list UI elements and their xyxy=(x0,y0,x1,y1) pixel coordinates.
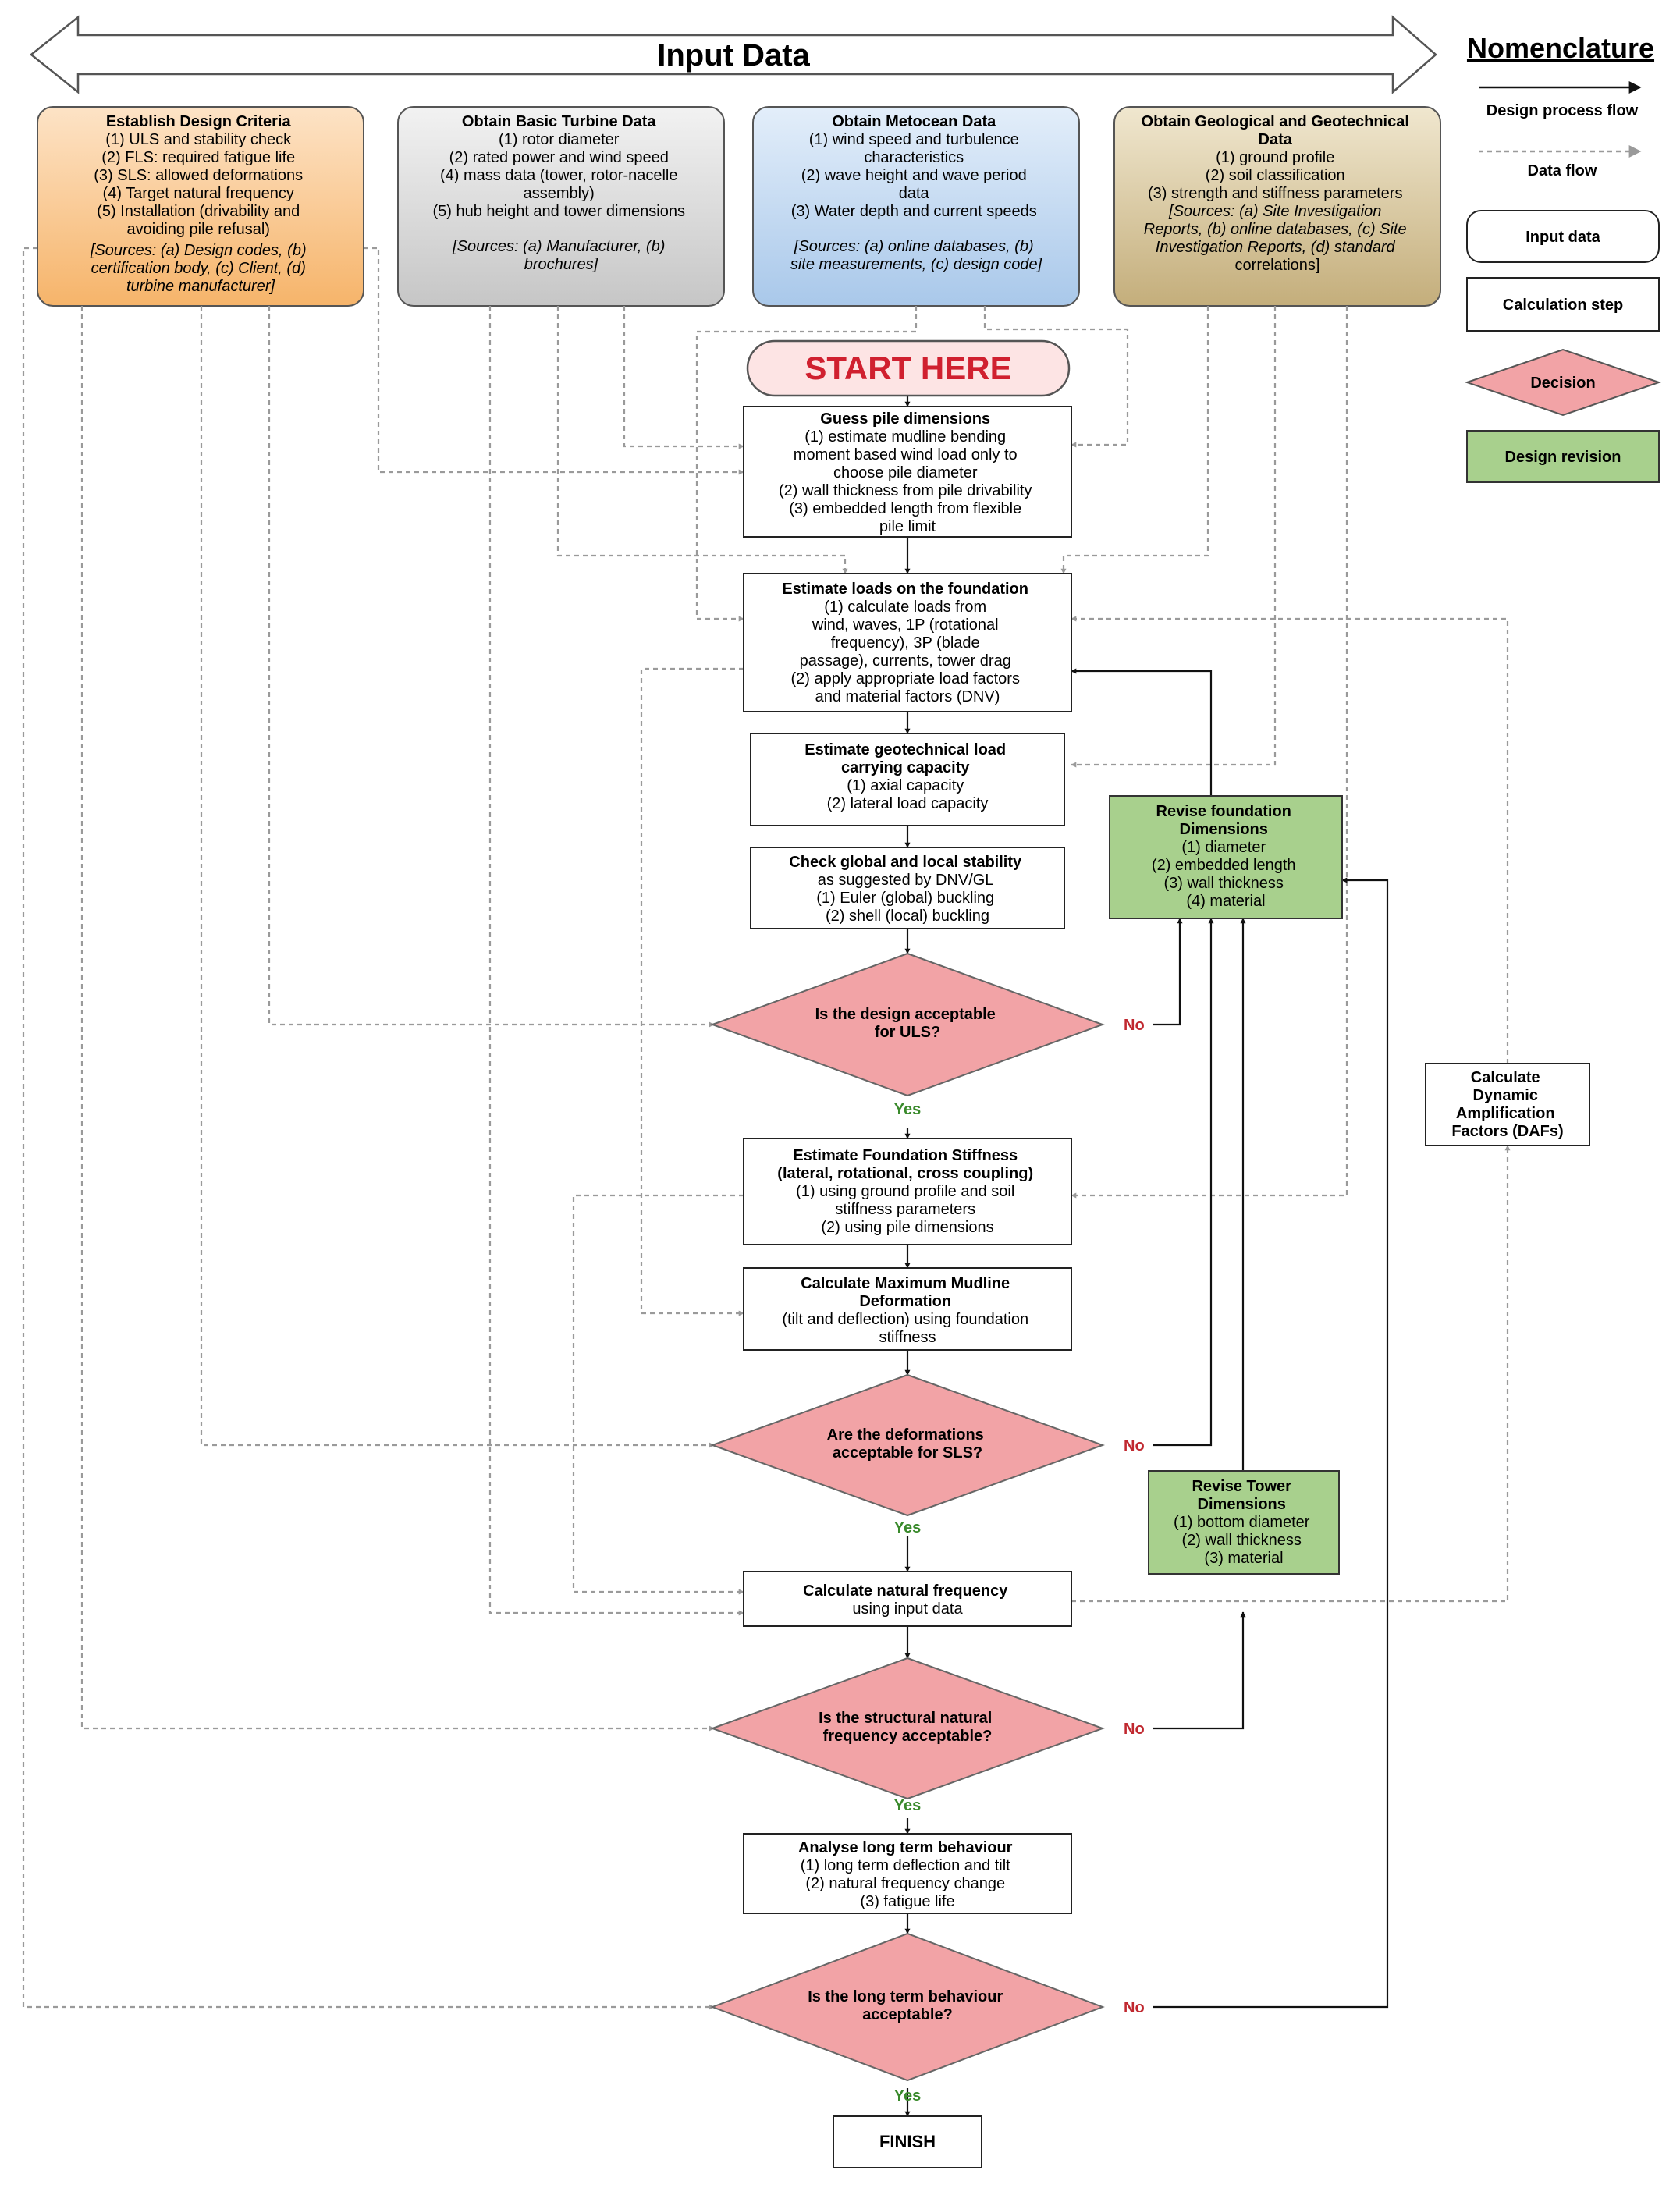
finish-label: FINISH xyxy=(879,2132,936,2151)
nomenclature-heading: Nomenclature xyxy=(1467,32,1654,64)
legend-revision-label: Design revision xyxy=(1505,449,1621,466)
svg-text:Obtain Basic Turbine Data: Obtain Basic Turbine Data (1) rotor diam… xyxy=(432,113,689,273)
step-mudline-deformation: Calculate Maximum Mudline Deformation (t… xyxy=(743,1267,1072,1351)
input-box-geotechnical-data: Obtain Geological and Geotechnical Data … xyxy=(1113,106,1441,307)
svg-text:Revise Tower Dimensions: Revise Tower Dimensions (1) bottom diame… xyxy=(1174,1478,1314,1567)
legend-decision-shape xyxy=(1464,348,1662,417)
legend-data-flow-label: Data flow xyxy=(1528,162,1597,179)
legend-design-flow-label: Design process flow xyxy=(1486,102,1639,119)
data-flow-connectors xyxy=(22,247,1511,2010)
input-box-turbine-data: Obtain Basic Turbine Data (1) rotor diam… xyxy=(397,106,725,307)
input-data-banner-title: Input Data xyxy=(657,38,810,73)
legend-calc-box xyxy=(1466,277,1660,332)
revise-foundation-box: Revise foundation Dimensions (1) diamete… xyxy=(1109,795,1343,919)
svg-text:Is the structural natural: Is the structural natural frequency acce… xyxy=(819,1710,996,1745)
svg-text:Establish Design Criteria: Establish Design Criteria (1) ULS and st… xyxy=(90,113,311,295)
step-guess-pile-dimensions: Guess pile dimensions (1) estimate mudli… xyxy=(743,406,1072,538)
svg-text:Are the deformations acc: Are the deformations acceptable for SLS? xyxy=(827,1426,989,1462)
svg-text:Calculate Dynamic: Calculate Dynamic Amplification Factors … xyxy=(1451,1069,1563,1140)
start-here-label: START HERE xyxy=(804,350,1011,386)
input-box-design-criteria: Establish Design Criteria (1) ULS and st… xyxy=(37,106,364,307)
legend-decision-label: Decision xyxy=(1530,375,1595,392)
legend-input-label: Input data xyxy=(1525,229,1600,246)
longterm-yes-label: Yes xyxy=(894,2087,921,2105)
svg-text:Estimate Foundation Stiffness: Estimate Foundation Stiffness (lateral, … xyxy=(777,1147,1037,1236)
freq-no-label: No xyxy=(1124,1721,1145,1738)
input-data-banner-arrow xyxy=(29,15,1437,94)
svg-text:Calculate Maximum Mudline: Calculate Maximum Mudline Deformation (t… xyxy=(782,1275,1032,1346)
svg-text:Obtain Geological and Geotechn: Obtain Geological and Geotechnical Data … xyxy=(1142,113,1414,274)
step-long-term-behaviour: Analyse long term behaviour (1) long ter… xyxy=(743,1833,1072,1914)
finish-terminal: FINISH xyxy=(833,2115,982,2168)
step-natural-frequency: Calculate natural frequency using input … xyxy=(743,1571,1072,1627)
decision-natural-frequency: Is the structural natural frequency acce… xyxy=(710,1657,1105,1800)
svg-text:Guess pile dimensions (1: Guess pile dimensions (1) estimate mudli… xyxy=(779,410,1036,535)
input-box-metocean-data: Obtain Metocean Data (1) wind speed and … xyxy=(752,106,1080,307)
sls-no-label: No xyxy=(1124,1437,1145,1455)
step-geotechnical-capacity: Estimate geotechnical load carrying capa… xyxy=(750,733,1065,826)
step-estimate-loads: Estimate loads on the foundation (1) cal… xyxy=(743,573,1072,712)
svg-text:Analyse long term behaviour: Analyse long term behaviour (1) long ter… xyxy=(798,1839,1017,1910)
step-calculate-dafs: Calculate Dynamic Amplification Factors … xyxy=(1425,1063,1590,1146)
design-flow-connectors xyxy=(904,396,1389,2117)
geo-title: Obtain Geological and Geotechnical xyxy=(1142,113,1409,130)
metocean-title: Obtain Metocean Data xyxy=(832,113,996,130)
svg-text:Calculate natural frequency: Calculate natural frequency using input … xyxy=(803,1582,1012,1618)
freq-yes-label: Yes xyxy=(894,1797,921,1814)
legend-calc-label: Calculation step xyxy=(1503,297,1623,314)
revise-tower-box: Revise Tower Dimensions (1) bottom diame… xyxy=(1148,1470,1340,1575)
uls-yes-label: Yes xyxy=(894,1101,921,1118)
decision-uls: Is the design acceptable for ULS? xyxy=(710,952,1105,1097)
svg-text:Is the long term behaviour: Is the long term behaviour acceptable? xyxy=(808,1988,1007,2023)
legend-input-box xyxy=(1466,210,1660,263)
uls-no-label: No xyxy=(1124,1017,1145,1034)
start-here-terminal: START HERE xyxy=(746,339,1071,397)
turbine-title: Obtain Basic Turbine Data xyxy=(462,113,656,130)
sls-yes-label: Yes xyxy=(894,1519,921,1536)
svg-text:Revise foundation Dimens: Revise foundation Dimensions (1) diamete… xyxy=(1152,803,1300,910)
longterm-no-label: No xyxy=(1124,1999,1145,2016)
svg-text:Check global and local stabili: Check global and local stability as sugg… xyxy=(789,854,1025,925)
decision-sls: Are the deformations acceptable for SLS? xyxy=(710,1373,1105,1517)
step-foundation-stiffness: Estimate Foundation Stiffness (lateral, … xyxy=(743,1138,1072,1245)
step-check-stability: Check global and local stability as sugg… xyxy=(750,847,1065,929)
legend-revision-box xyxy=(1466,430,1660,483)
svg-text:Estimate geotechnical load: Estimate geotechnical load carrying capa… xyxy=(804,741,1010,812)
decision-long-term: Is the long term behaviour acceptable? xyxy=(710,1932,1105,2082)
criteria-title: Establish Design Criteria xyxy=(106,113,292,130)
svg-text:Obtain Metocean Data (1): Obtain Metocean Data (1) wind speed and … xyxy=(790,113,1042,273)
svg-text:Estimate loads on the foundati: Estimate loads on the foundation (1) cal… xyxy=(782,581,1032,705)
svg-text:Is the design acceptable: Is the design acceptable for ULS? xyxy=(815,1006,1000,1041)
